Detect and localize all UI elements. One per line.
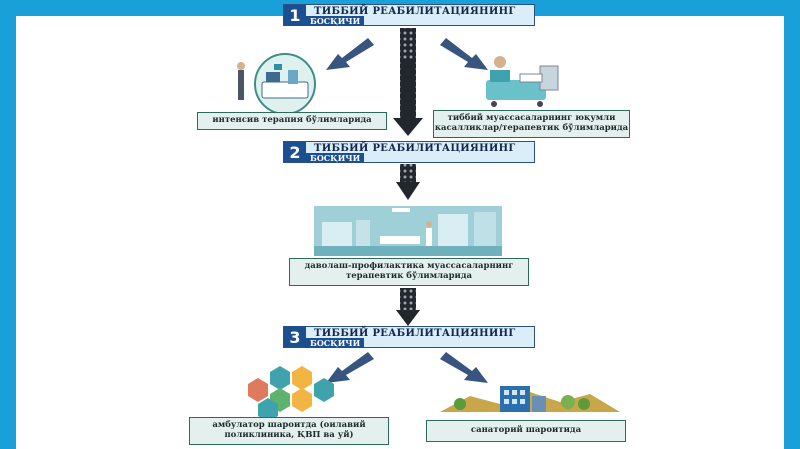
stage-2-number: 2 (284, 142, 306, 162)
arrow-diag-left-3 (326, 352, 374, 383)
icu-label: интенсив терапия бўлимларида (197, 112, 387, 130)
stage-2-box: 2 ТИББИЙ РЕАБИЛИТАЦИЯНИНГ БОСҚИЧИ (283, 141, 535, 163)
outpatient-label: амбулатор шароитда (оилавий поликлиника,… (189, 417, 389, 445)
arrow-down-3 (396, 288, 420, 326)
arrow-diag-right-1 (440, 38, 488, 70)
stage-1-title: ТИББИЙ РЕАБИЛИТАЦИЯНИНГ (314, 6, 516, 17)
outpatient-icons-illustration (248, 366, 334, 422)
arrow-diag-right-3 (440, 352, 488, 383)
stage-3-number: 3 (284, 327, 306, 347)
stage-2-title: ТИББИЙ РЕАБИЛИТАЦИЯНИНГ (314, 143, 516, 154)
stage-2-sub: БОСҚИЧИ (306, 153, 365, 163)
stage-3-box: 3 ТИББИЙ РЕАБИЛИТАЦИЯНИНГ БОСҚИЧИ (283, 326, 535, 348)
clinic-room-illustration (314, 206, 502, 256)
hospital-ward-illustration (486, 56, 559, 107)
arrow-down-1 (393, 28, 423, 136)
stage-3-title: ТИББИЙ РЕАБИЛИТАЦИЯНИНГ (314, 328, 516, 339)
arrow-diag-left-1 (326, 38, 374, 70)
hospital-label: тиббий муассасаларнинг юқумли касалликла… (433, 110, 630, 138)
stage-1-sub: БОСҚИЧИ (306, 16, 365, 26)
stage-1-number: 1 (284, 5, 306, 25)
sanatorium-illustration (440, 386, 620, 412)
icu-illustration (237, 53, 316, 115)
therapeutic-label: даволаш-профилактика муассасаларнинг тер… (289, 258, 529, 286)
stage-3-sub: БОСҚИЧИ (306, 338, 365, 348)
sanatorium-label: санаторий шароитида (426, 420, 626, 442)
arrow-down-2 (396, 164, 420, 200)
stage-1-box: 1 ТИББИЙ РЕАБИЛИТАЦИЯНИНГ БОСҚИЧИ (283, 4, 535, 26)
